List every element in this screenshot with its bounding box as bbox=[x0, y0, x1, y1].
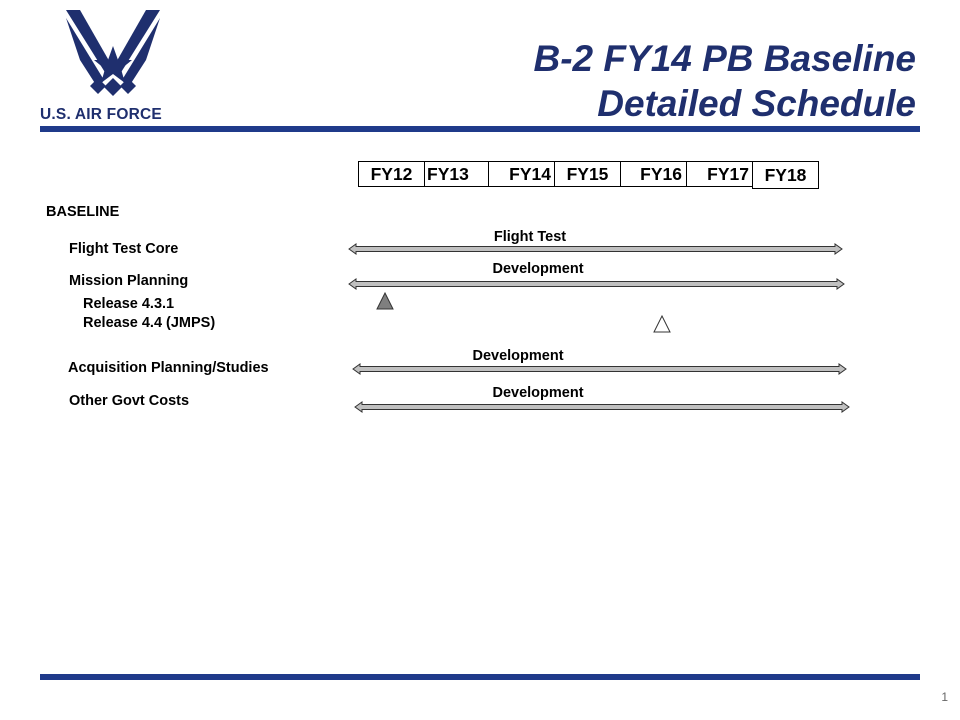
section-label-baseline: BASELINE bbox=[46, 204, 120, 220]
air-force-logo-icon bbox=[66, 10, 160, 96]
fy-cell: FY13 bbox=[424, 161, 489, 187]
row-label-mission-planning: Mission Planning bbox=[69, 273, 189, 289]
fiscal-year-header: FY12 FY13 FY14 FY15 FY16 FY17 FY18 bbox=[358, 161, 819, 189]
fy-cell: FY18 bbox=[752, 161, 819, 189]
logo-wordmark: U.S. AIR FORCE bbox=[40, 106, 162, 123]
fy-cell: FY16 bbox=[620, 161, 687, 187]
row-label-release-44: Release 4.4 (JMPS) bbox=[83, 315, 216, 331]
fy-cell: FY17 bbox=[686, 161, 753, 187]
hollow-triangle-icon bbox=[653, 314, 671, 333]
footer-divider bbox=[40, 674, 920, 680]
schedule-bar-flight-test bbox=[348, 243, 843, 255]
bar-label-mission-planning: Development bbox=[492, 261, 584, 277]
schedule-bar-mission-planning bbox=[348, 278, 845, 290]
header-divider bbox=[40, 126, 920, 132]
bar-label-other-govt: Development bbox=[492, 385, 584, 401]
schedule-bar-other-govt bbox=[354, 401, 850, 413]
page-title-line-2: Detailed Schedule bbox=[597, 83, 916, 124]
fy-cell: FY14 bbox=[488, 161, 555, 187]
page-number: 1 bbox=[941, 690, 948, 704]
schedule-bar-acquisition bbox=[352, 363, 847, 375]
row-label-release-431: Release 4.3.1 bbox=[83, 296, 175, 312]
fy-cell: FY12 bbox=[358, 161, 425, 187]
row-label-other-govt-costs: Other Govt Costs bbox=[69, 393, 190, 409]
filled-triangle-icon bbox=[376, 291, 394, 310]
row-label-flight-test-core: Flight Test Core bbox=[69, 241, 179, 257]
row-label-acquisition-planning: Acquisition Planning/Studies bbox=[68, 360, 269, 376]
fy-cell: FY15 bbox=[554, 161, 621, 187]
bar-label-acquisition: Development bbox=[472, 348, 564, 364]
bar-label-flight-test: Flight Test bbox=[493, 229, 567, 245]
page-title-line-1: B-2 FY14 PB Baseline bbox=[533, 38, 916, 79]
